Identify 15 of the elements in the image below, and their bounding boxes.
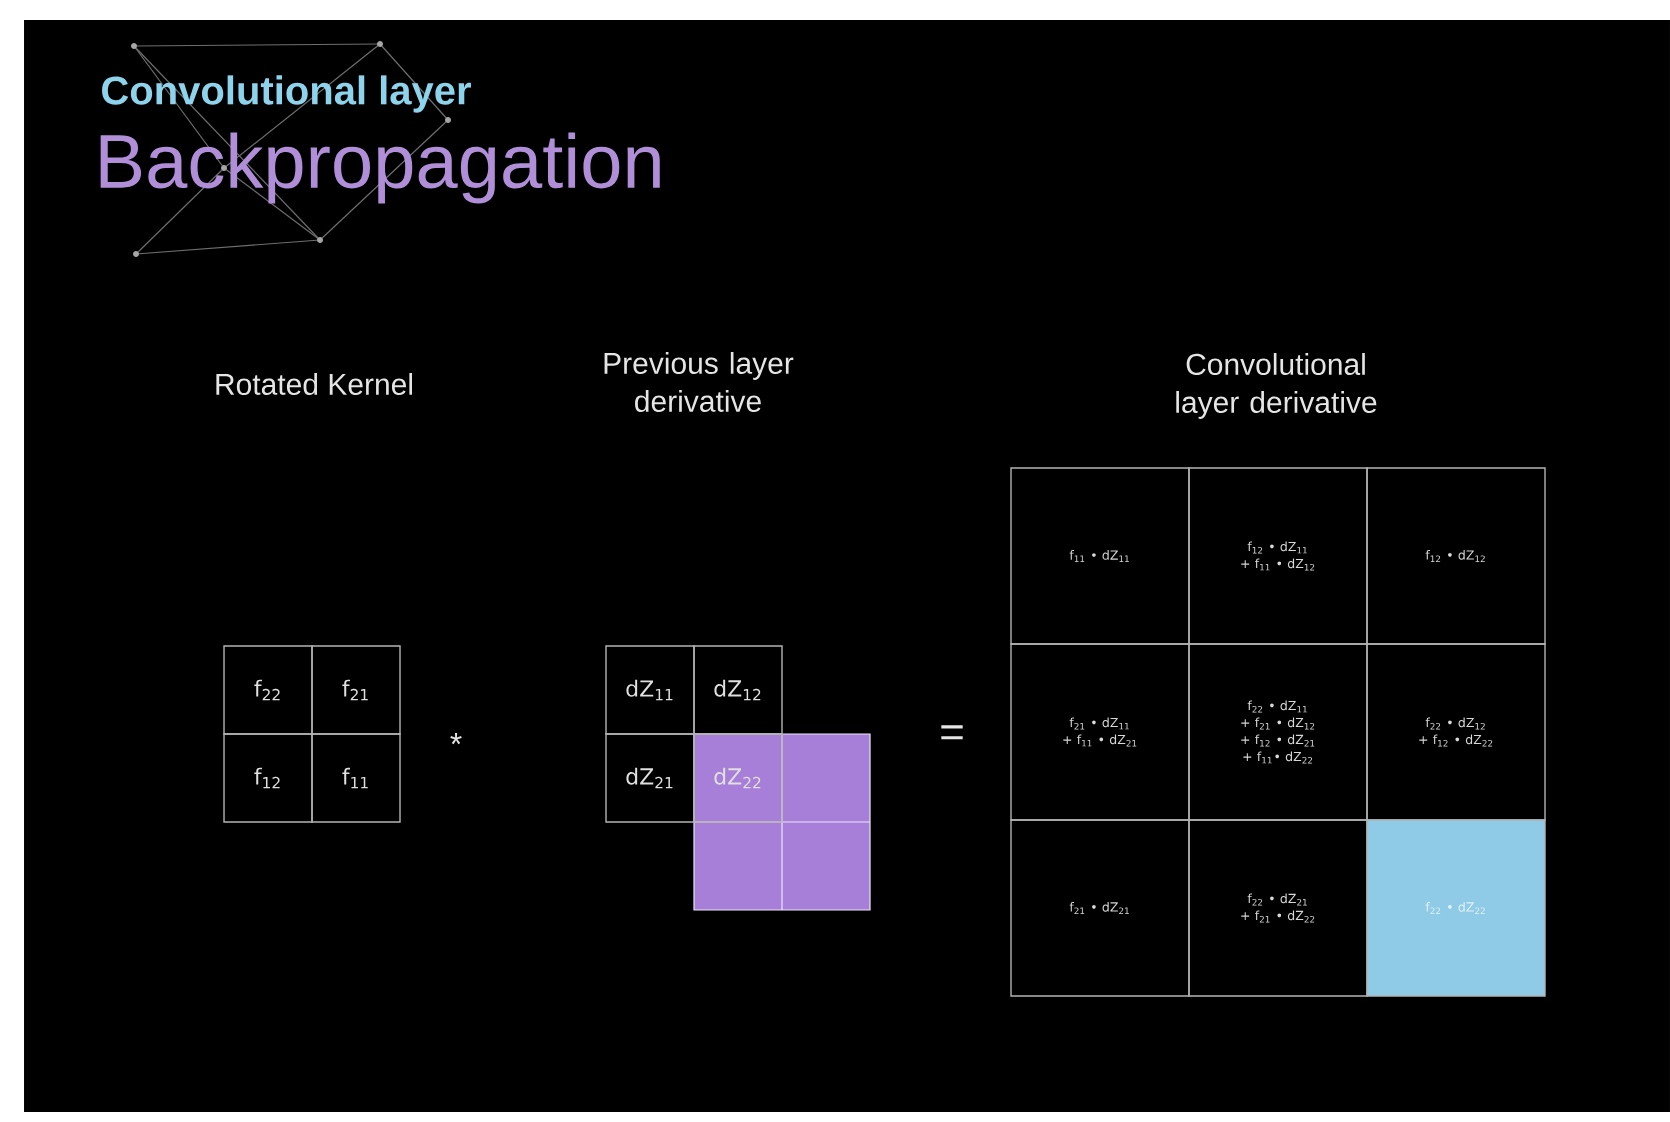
subtitle: Backpropagation (100, 132, 660, 204)
kernel-cell: f$_{12}$ (223, 733, 313, 823)
column-heading: Previous layer derivative (604, 352, 794, 412)
sliding-window (693, 733, 871, 911)
derivative-cell: dZ$_{11}$ (605, 645, 695, 735)
column-heading: Convolutional layer derivative (1176, 353, 1377, 419)
kernel-cell: f$_{21}$ (311, 645, 401, 735)
operator-symbol: = (941, 725, 963, 740)
kernel-cell: f$_{22}$ (223, 645, 313, 735)
title: Convolutional layer (102, 75, 471, 113)
kernel-cell: f$_{11}$ (311, 733, 401, 823)
derivative-cell: dZ$_{12}$ (693, 645, 783, 735)
column-heading: Rotated Kernel (216, 373, 412, 395)
operator-symbol: * (450, 732, 462, 745)
derivative-cell: dZ$_{21}$ (605, 733, 695, 823)
